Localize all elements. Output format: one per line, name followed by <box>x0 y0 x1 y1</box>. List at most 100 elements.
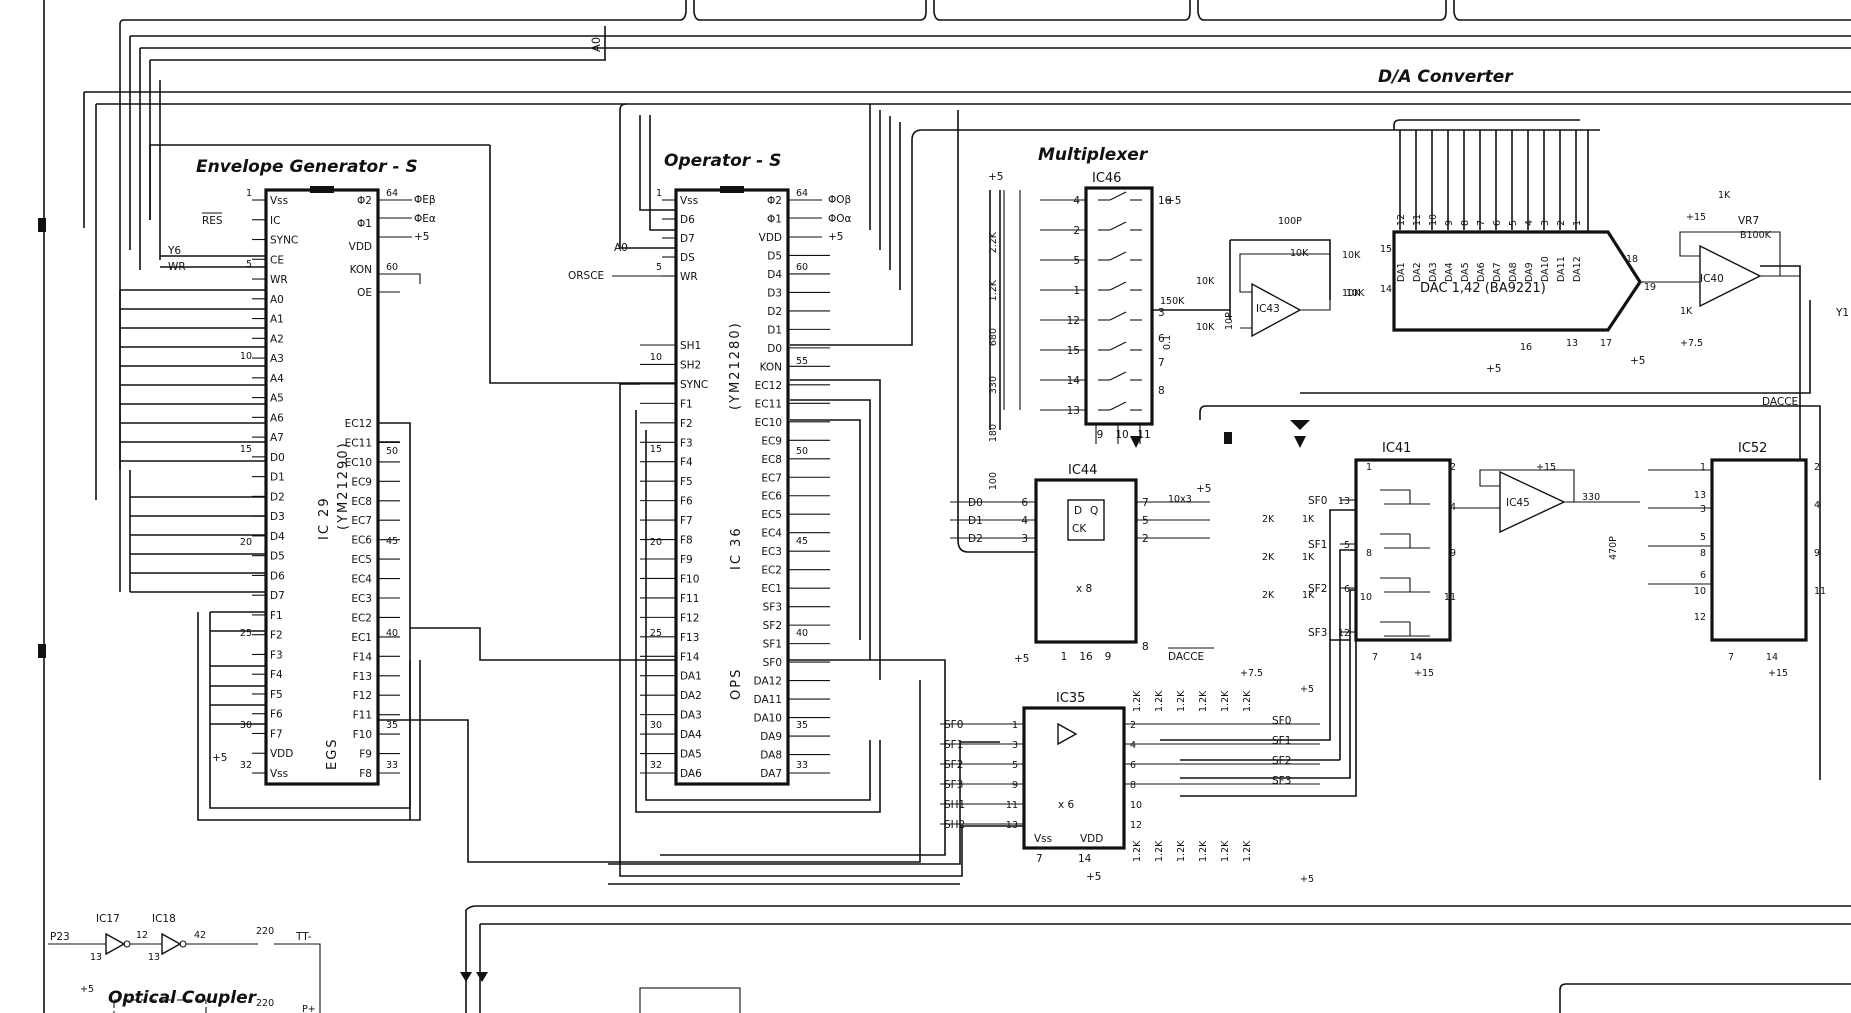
ic36-right-pin-18: EC4 <box>761 528 782 540</box>
ic29-left-pin-24: F4 <box>270 669 283 681</box>
ic45-opamp: IC45 330 470P +15 <box>1450 462 1640 560</box>
ic46-supply-left: +5 <box>988 171 1003 183</box>
ic36-left-pin-15: F13 <box>680 632 699 644</box>
ic35-count: x 6 <box>1058 799 1075 811</box>
ic46-left-pin-6: 14 <box>1067 375 1081 387</box>
ic52-pin-13: 14 <box>1766 652 1778 663</box>
ic29-left-num-6: 30 <box>240 720 252 731</box>
dac-pin-7: 5 <box>1508 220 1519 226</box>
ic52-pin-1: 2 <box>1814 462 1820 473</box>
ic35-pullup-supply-top: +5 <box>1300 684 1314 695</box>
ic29-left-pin-6: A1 <box>270 314 284 326</box>
ic36-right-pin-31: DA7 <box>760 768 782 780</box>
ic29-left-pin-8: A3 <box>270 353 284 365</box>
ic44-input-1: D1 <box>968 515 983 527</box>
ic43-opamp: IC43 100P 10K 10K 150K 10K 10K 0.1 10P <box>1160 216 1365 350</box>
ic29-left-pin-29: Vss <box>270 768 288 780</box>
ic29-left-pin-7: A2 <box>270 333 284 345</box>
dac-other-pin-5: 17 <box>1600 338 1612 349</box>
connector-markers <box>38 218 1310 658</box>
ic29-right-num-4: 40 <box>386 628 398 639</box>
ic29-left-pin-5: A0 <box>270 294 284 306</box>
ic29-right-pin-16: F10 <box>353 729 372 741</box>
dac-supply-1: +5 <box>1486 363 1501 375</box>
ic18-ref: IC18 <box>152 913 176 925</box>
ic36-left-num-4: 20 <box>650 537 662 548</box>
ic29-chip: IC 29 (YM21290) EGS VssICSYNCCEWRA0A1A2A… <box>167 186 436 786</box>
dac-input-10: DA11 <box>1556 256 1567 282</box>
ic41-pin-10: 10 <box>1360 592 1372 603</box>
ic29-left-pin-20: D7 <box>270 590 285 602</box>
ic29-part: (YM21290) <box>336 441 351 530</box>
ic43-c10p: 10P <box>1224 312 1235 330</box>
ic41-res-4: 1K <box>1302 552 1315 563</box>
ic45-ref: IC45 <box>1506 497 1530 509</box>
ic35-vdd: VDD <box>1080 833 1103 845</box>
ic46-res-3: 330 <box>988 376 999 394</box>
ic29-right-num-5: 35 <box>386 720 398 731</box>
optical-coupler-title: Optical Coupler <box>108 988 258 1008</box>
ic29-left-pin-0: Vss <box>270 195 288 207</box>
ic36-left-num-3: 15 <box>650 444 662 455</box>
ic29-left-num-2: 10 <box>240 351 252 362</box>
ic44-right-pin-2: 2 <box>1142 533 1149 545</box>
ic36-left-pin-0: SH1 <box>680 340 701 352</box>
ic46-right-pin-1: 3 <box>1158 307 1165 319</box>
opto-r220: 220 <box>256 998 274 1009</box>
ic44-count: x 8 <box>1076 583 1092 595</box>
ic41-input-3: SF3 <box>1308 627 1327 639</box>
ic36-right-pin-1: Φ1 <box>767 213 782 225</box>
ic41-pin-11: 7 <box>1372 652 1378 663</box>
ic29-right-pin-1: EC11 <box>345 437 372 449</box>
dac-pin-4: 8 <box>1460 220 1471 226</box>
ic29-right-pin-10: EC2 <box>351 612 372 624</box>
dac-pin-6: 6 <box>1492 220 1503 226</box>
ic36-left-num-5: 25 <box>650 628 662 639</box>
ic36-left-pin-22: DA6 <box>680 768 702 780</box>
ic35-supply: +5 <box>1086 871 1101 883</box>
ic46-right-pin-4: 8 <box>1158 385 1165 397</box>
ic29-left-pin-19: D6 <box>270 570 285 582</box>
ic44-input-0: D0 <box>968 497 983 509</box>
ic36-left-num-7: 32 <box>650 760 662 771</box>
ic44-left-pin-0: 6 <box>1021 497 1028 509</box>
ic41-pin-12: 14 <box>1410 652 1422 663</box>
ic36-orsce-label: ORSCE <box>568 270 604 282</box>
ic35-left-pin-5: 13 <box>1006 820 1018 831</box>
ic36-right-pin-13: EC9 <box>761 435 782 447</box>
ic36-right-num-0: 64 <box>796 188 808 199</box>
ic29-left-pin-12: A7 <box>270 432 284 444</box>
ic29-left-pin-22: F2 <box>270 630 283 642</box>
ic35-output-2: SF2 <box>1272 755 1291 767</box>
ic35-right-pin-5: 12 <box>1130 820 1142 831</box>
ic29-left-pin-16: D3 <box>270 511 285 523</box>
envelope-generator-title: Envelope Generator - S <box>196 157 418 177</box>
ic36-left-pin-20: DA4 <box>680 729 702 741</box>
ic36-left-num-6: 30 <box>650 720 662 731</box>
ic36-left-pin-19: DA3 <box>680 710 702 722</box>
ic46-bottom-pin-1: 10 <box>1115 429 1128 441</box>
ic36-right-pin-12: EC10 <box>755 417 782 429</box>
ic36-left-pin-5: F3 <box>680 437 693 449</box>
ic46-res-2: 680 <box>988 328 999 346</box>
dac-pin-10: 2 <box>1556 220 1567 226</box>
dac-pin-3: 9 <box>1444 220 1455 226</box>
ic36-a0-label: A0 <box>614 242 628 254</box>
bus-wiring <box>43 0 1851 1013</box>
ic29-right-pin-7: EC5 <box>351 554 372 566</box>
ic41-pin-labels: SF0SF1SF2SF32K2K2K1K1K1K1356122491118107… <box>1262 462 1456 663</box>
ic46-left-pin-0: 4 <box>1073 195 1080 207</box>
operator-title: Operator - S <box>664 151 781 171</box>
ic35-pullup-top-2: 1.2K <box>1176 690 1187 712</box>
ic36-right-pin-15: EC7 <box>761 472 782 484</box>
ic29-left-pin-27: F7 <box>270 728 283 740</box>
ic35-pullup-bot-0: 1.2K <box>1132 840 1143 862</box>
ic35-pullup-bot-4: 1.2K <box>1220 840 1231 862</box>
ic41-res-2: 2K <box>1262 590 1275 601</box>
ic35-input-4: SH1 <box>944 799 965 811</box>
ic46-res-4: 180 <box>988 424 999 442</box>
ic52-pin-8: 6 <box>1700 570 1706 581</box>
ic41-pin-6: 9 <box>1450 548 1456 559</box>
ic44-right-pin-3: 8 <box>1142 641 1149 653</box>
